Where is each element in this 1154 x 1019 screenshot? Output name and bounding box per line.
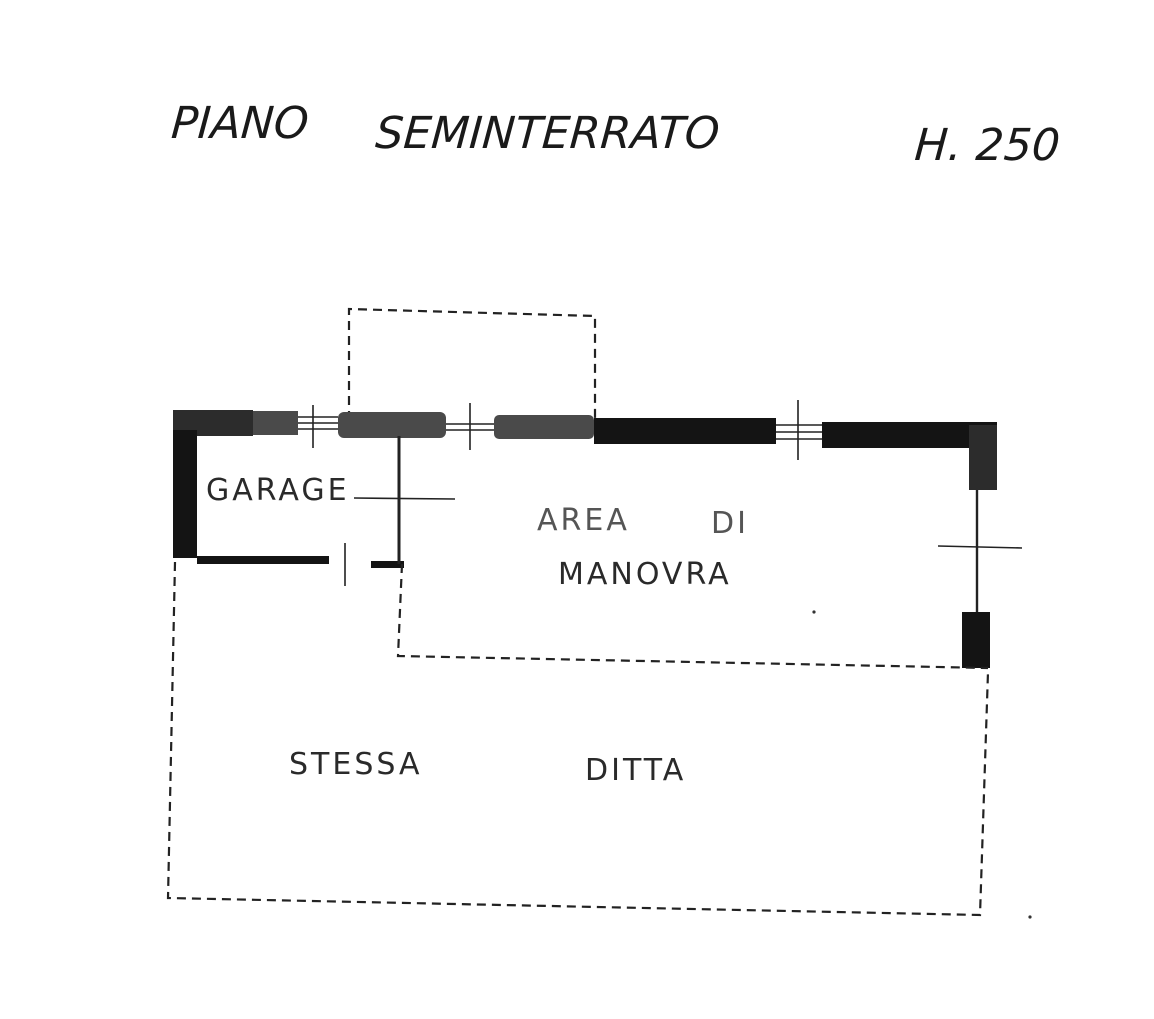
label-stessa: STESSA	[289, 747, 423, 782]
upper-projection-outline	[347, 307, 597, 420]
door-right	[937, 490, 1023, 612]
window-top-2	[446, 403, 494, 450]
stessa-ditta-outline	[166, 561, 990, 917]
wall-top-mid-b	[494, 415, 594, 439]
label-ditta: DITTA	[585, 753, 686, 788]
window-top-1	[298, 405, 338, 448]
mark-dot-2	[1028, 915, 1032, 919]
wall-right-upper	[969, 425, 997, 490]
label-manovra: MANOVRA	[558, 557, 732, 592]
label-area-a: AREA	[537, 503, 630, 538]
area-outline	[396, 563, 989, 670]
mark-dot-1	[812, 610, 816, 614]
wall-left	[173, 430, 197, 558]
wall-garage-bottom-b	[371, 561, 404, 568]
title-height: H. 250	[913, 120, 1062, 171]
wall-top-mid-c	[594, 418, 776, 444]
wall-right-lower	[962, 612, 990, 668]
wall-top-mid-a	[338, 412, 446, 438]
wall-garage-bottom	[197, 556, 329, 564]
window-top-3	[776, 400, 822, 460]
label-garage: GARAGE	[206, 473, 350, 508]
wall-top-left-b	[253, 411, 298, 435]
garage-door-swing	[353, 497, 456, 500]
wall-top-right	[822, 422, 997, 448]
label-area-b: DI	[711, 506, 749, 541]
title-floor: PIANO	[170, 98, 311, 149]
title-level: SEMINTERRATO	[374, 108, 721, 159]
